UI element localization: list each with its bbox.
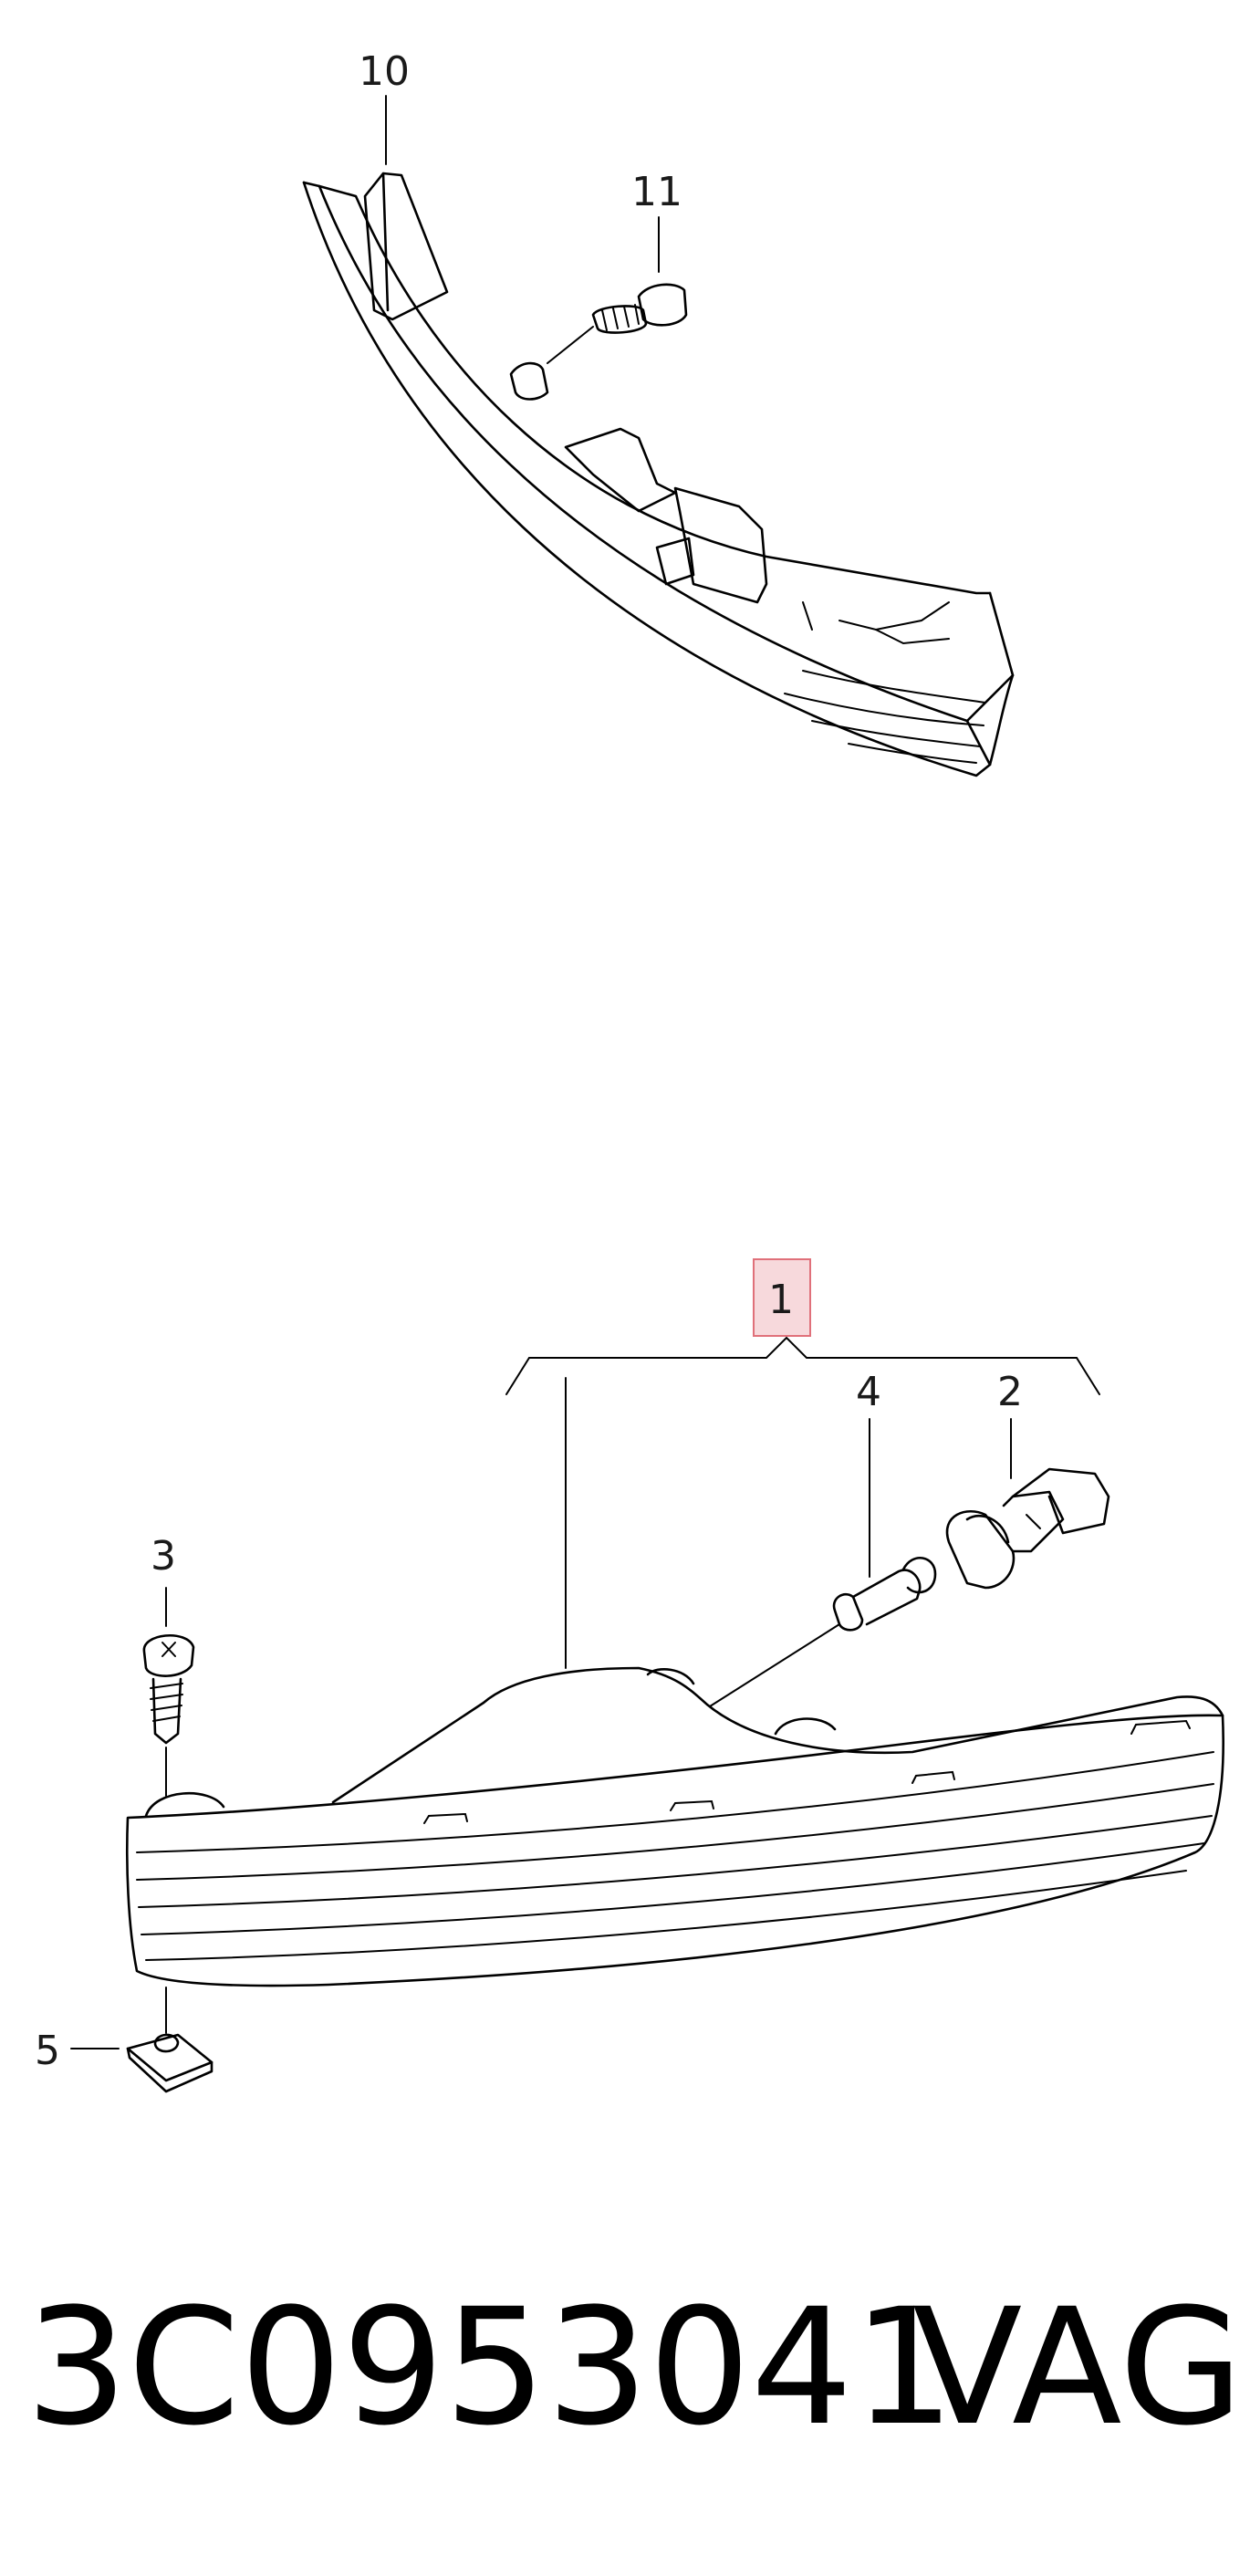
screw-3: [142, 1587, 195, 1797]
callout-4: 4: [856, 1369, 881, 1415]
callout-1[interactable]: 1: [768, 1277, 794, 1323]
reflector-trim-part: [302, 172, 1015, 777]
socket-2: [945, 1467, 1110, 1590]
callout-2: 2: [997, 1369, 1023, 1415]
bulb-4: [709, 1556, 937, 1707]
callout-11: 11: [631, 169, 682, 215]
brand-label: VAG: [912, 2274, 1244, 2461]
callout-1-highlight: [753, 1258, 811, 1337]
callout-5: 5: [35, 2028, 60, 2074]
side-marker-lamp: [126, 1666, 1224, 1987]
clip-nut-5: [70, 1987, 214, 2093]
assembly-bracket: [505, 1336, 1100, 1669]
callout-10: 10: [359, 48, 410, 95]
part-number: 3C0953041: [26, 2274, 955, 2461]
callout-3: 3: [151, 1533, 176, 1580]
screw-11: [547, 283, 688, 364]
